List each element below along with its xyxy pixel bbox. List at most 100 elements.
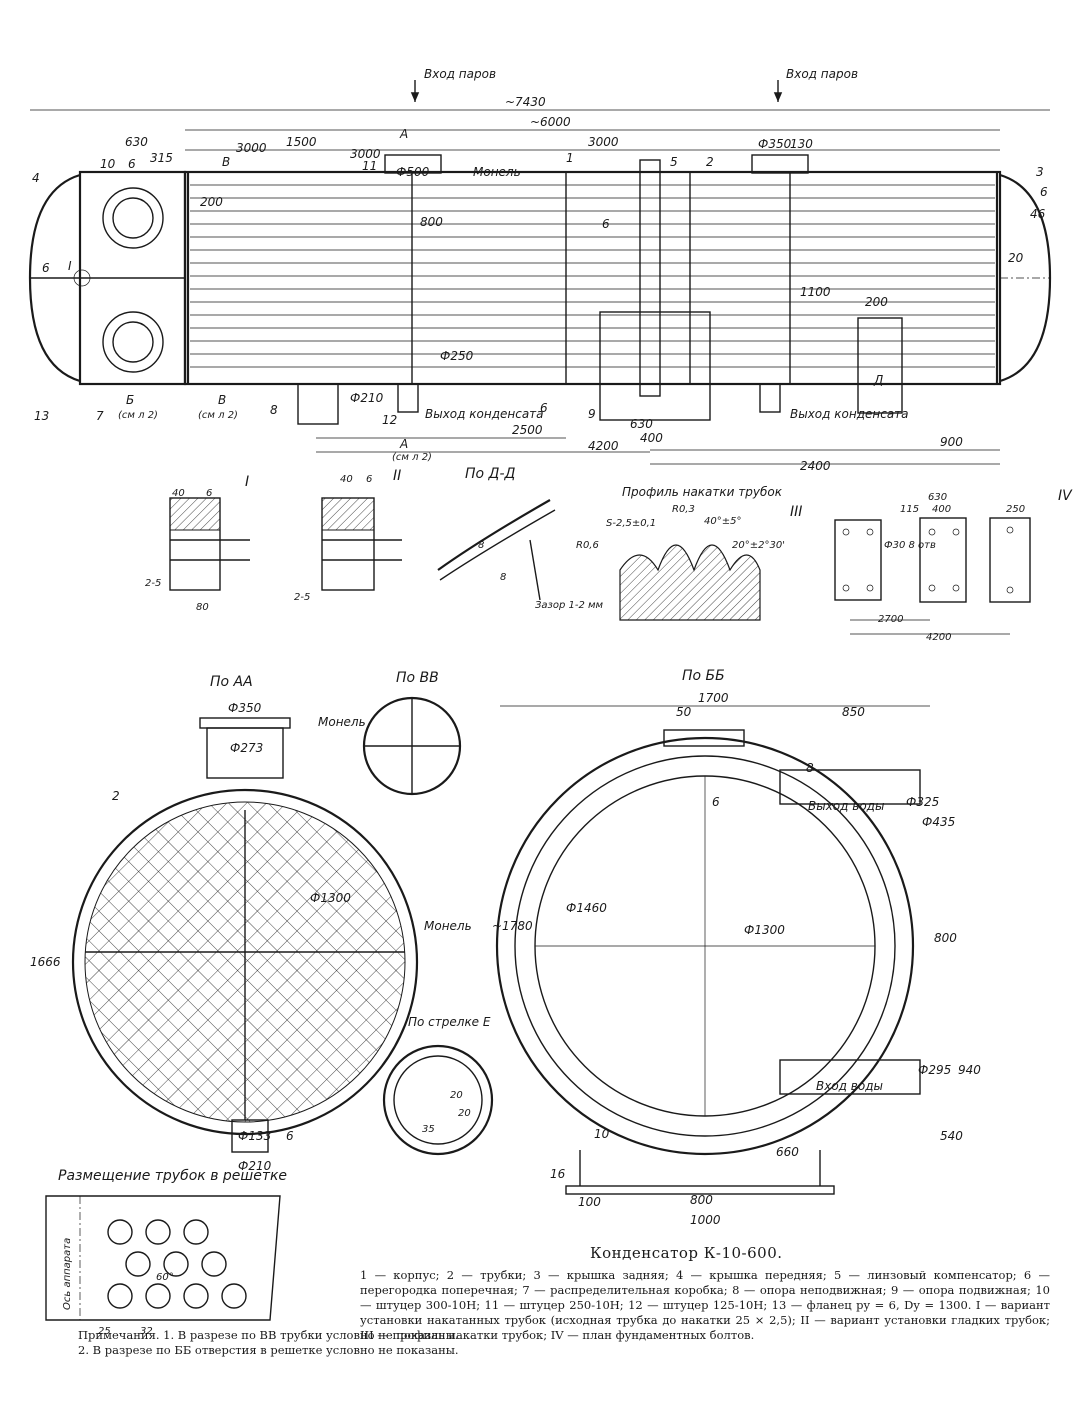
part-10: 10: [100, 157, 116, 171]
detail-IV-dim-400: 400: [932, 504, 951, 515]
monel-label-main: Монель: [473, 165, 521, 179]
detail-I: I 40 6 2-5 80: [145, 474, 250, 613]
detail-III: Профиль накатки трубок III R0,3 S-2,5±0,…: [576, 485, 802, 621]
see-sheet-b: (см л 2): [118, 410, 158, 421]
section-bb-660: 660: [776, 1145, 799, 1159]
detail-II-dim-40: 40: [340, 474, 353, 485]
detail-III-title: Профиль накатки трубок: [622, 485, 783, 499]
condensate-out-left: Выход конденсата: [425, 407, 544, 421]
detail-DD-mark-8a: 8: [478, 540, 484, 551]
condensate-out-right: Выход конденсата: [790, 407, 909, 421]
detail-I-dim-40: 40: [172, 488, 185, 499]
detail-IV-dim-2700: 2700: [878, 614, 903, 625]
main-view: Вход паров Вход паров ~7430 ~6000 1500 3…: [28, 67, 1052, 473]
dim-2400: 2400: [800, 459, 831, 473]
dim-630-support: 630: [630, 417, 653, 431]
section-bb-phi435: Ф435: [922, 815, 955, 829]
arrow-view-35: 35: [422, 1124, 435, 1135]
dim-4200: 4200: [588, 439, 619, 453]
section-vv-monel: Монель: [318, 715, 366, 729]
see-sheet-a: (см л 2): [392, 452, 432, 463]
dim-phi250: Ф250: [440, 349, 474, 363]
part-6-c: 6: [42, 261, 50, 275]
section-vv: По ВВ Монель: [318, 670, 462, 796]
section-d-mark: Д: [873, 373, 883, 387]
section-aa-label: По АА: [210, 674, 253, 690]
dim-46: 46: [1030, 207, 1046, 221]
section-bb-850: 850: [842, 705, 865, 719]
overall-length-dim: ~7430: [505, 95, 546, 109]
section-bb-water-out: Выход воды: [808, 799, 884, 813]
detail-IV-dim-4200: 4200: [926, 632, 951, 643]
detail-IV-dim-630: 630: [928, 492, 947, 503]
detail-III-angle2: 20°±2°30': [732, 540, 785, 551]
section-aa-phi273: Ф273: [230, 741, 263, 755]
dim-phi210-main: Ф210: [350, 391, 384, 405]
part-7: 7: [96, 409, 104, 423]
detail-IV-label: IV: [1058, 488, 1073, 504]
section-bb: По ББ 1700 50 850 Выход воды Вход воды Ф…: [492, 668, 981, 1227]
detail-DD-label: По Д-Д: [465, 466, 516, 482]
detail-I-label: I: [245, 474, 249, 490]
section-aa-phi133: Ф133: [238, 1129, 271, 1143]
section-bb-10: 10: [594, 1127, 610, 1141]
note-line-2: 2. В разрезе по ББ отверстия в решетке у…: [78, 1343, 459, 1357]
detail-I-dim-2-5: 2-5: [145, 578, 161, 589]
section-bb-800: 800: [934, 931, 957, 945]
tube-layout-60: 60°: [156, 1272, 174, 1283]
detail-II-dim-2-5: 2-5: [294, 592, 310, 603]
part-1: 1: [566, 151, 574, 165]
tube-layout: Размещение трубок в решетке Ось аппарата…: [45, 1168, 287, 1337]
tube-layout-title: Размещение трубок в решетке: [58, 1168, 287, 1184]
detail-III-label: III: [790, 504, 802, 520]
dim-3000-a: 3000: [350, 147, 381, 161]
part-9: 9: [588, 407, 596, 421]
detail-II-label: II: [393, 468, 401, 484]
detail-III-angle: 40°±5°: [704, 516, 741, 527]
dim-1100: 1100: [800, 285, 831, 299]
detail-II: II 40 6 2-5: [294, 468, 402, 603]
detail-III-r03: R0,3: [672, 504, 695, 515]
section-v-mark-top: В: [222, 155, 230, 169]
tube-length-dim: ~6000: [530, 115, 571, 129]
section-a-top: A: [399, 127, 408, 141]
section-bb-8: 8: [806, 761, 814, 775]
dim-900: 900: [940, 435, 963, 449]
dim-20-a: 20: [1008, 251, 1024, 265]
tube-layout-axis: Ось аппарата: [62, 1238, 73, 1310]
part-11: 11: [362, 159, 377, 173]
section-b-mark: Б: [126, 393, 134, 407]
section-bb-6: 6: [712, 795, 720, 809]
dim-400-support: 400: [640, 431, 663, 445]
section-aa-phi1300: Ф1300: [310, 891, 351, 905]
section-bb-800-bottom: 800: [690, 1193, 713, 1207]
section-bb-540: 540: [940, 1129, 963, 1143]
section-a-bottom: A: [399, 437, 408, 451]
section-aa-part-2: 2: [112, 789, 120, 803]
section-bb-16: 16: [550, 1167, 566, 1181]
see-sheet-v: (см л 2): [198, 410, 238, 421]
detail-III-step: S-2,5±0,1: [606, 518, 656, 529]
section-bb-phi295: Ф295: [918, 1063, 951, 1077]
parts-legend: 1 — корпус; 2 — трубки; 3 — крышка задня…: [360, 1268, 1050, 1342]
section-bb-1780: ~1780: [492, 919, 533, 933]
section-bb-50: 50: [676, 705, 692, 719]
part-13: 13: [34, 409, 49, 423]
section-bb-1700: 1700: [698, 691, 729, 705]
part-8: 8: [270, 403, 278, 417]
arrow-view-e: По стрелке Е 20 20 35: [382, 1015, 494, 1156]
detail-III-r06: R0,6: [576, 540, 599, 551]
tube-bundle: [190, 184, 995, 368]
arrow-view-20b: 20: [458, 1108, 471, 1119]
part-6: 6: [540, 401, 548, 415]
dim-630: 630: [125, 135, 148, 149]
detail-DD-gap: Зазор 1-2 мм: [535, 600, 604, 611]
drawing-title: Конденсатор К-10-600.: [590, 1244, 783, 1262]
tube-layout-25: 25: [98, 1326, 111, 1337]
dim-3000-b: 3000: [588, 135, 619, 149]
detail-II-dim-6: 6: [366, 474, 372, 485]
section-bb-940: 940: [958, 1063, 981, 1077]
steam-inlet-label-left: Вход паров: [424, 67, 496, 81]
dim-1500: 1500: [286, 135, 317, 149]
part-2: 2: [706, 155, 714, 169]
